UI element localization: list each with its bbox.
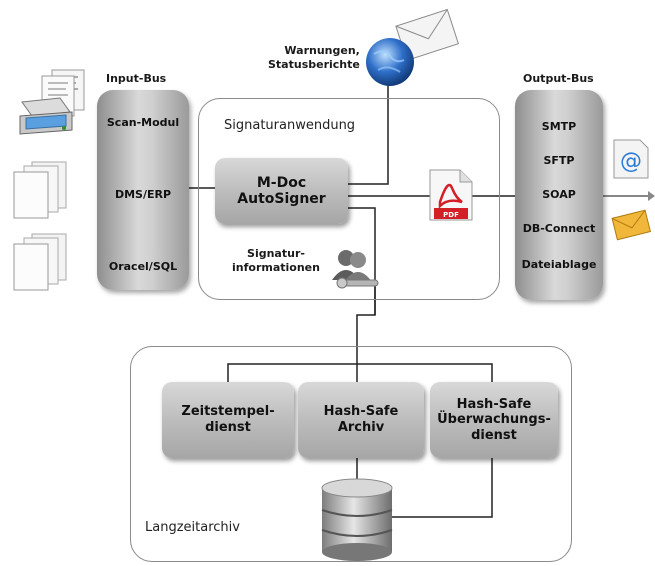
output-item-dateiablage: Dateiablage [521, 258, 597, 271]
zeitstempel-line1: Zeitstempel- [181, 403, 275, 419]
ueberwachung-line1: Hash-Safe [456, 396, 532, 412]
m-doc-line2: AutoSigner [237, 191, 326, 207]
output-item-sftp: SFTP [543, 154, 575, 167]
scanner-icon [14, 68, 92, 152]
database-icon [318, 478, 396, 566]
warnungen-label: Warnungen, Statusberichte [268, 44, 360, 72]
input-item-oracle: Oracel/SQL [108, 260, 178, 273]
output-bus-title: Output-Bus [523, 72, 594, 85]
warnungen-line2: Statusberichte [268, 57, 360, 71]
hash-safe-ueberwachungsdienst-box: Hash-Safe Überwachungs- dienst [430, 382, 558, 458]
pdf-text: PDF [443, 211, 459, 219]
signatur-info-line1: Signatur- [247, 247, 305, 260]
documents-icon [8, 160, 78, 224]
hash-safe-archiv-box: Hash-Safe Archiv [298, 382, 424, 458]
input-bus: Scan-Modul DMS/ERP Oracel/SQL [97, 90, 189, 290]
output-item-smtp: SMTP [541, 120, 577, 133]
input-bus-title: Input-Bus [106, 72, 167, 85]
signatur-info-line2: informationen [232, 260, 320, 274]
email-at-icon: @ [612, 138, 650, 184]
langzeitarchiv-title: Langzeitarchiv [145, 520, 240, 535]
input-item-scan: Scan-Modul [106, 116, 180, 129]
svg-text:@: @ [620, 149, 642, 174]
input-item-dms: DMS/ERP [114, 188, 172, 201]
output-item-soap: SOAP [542, 188, 576, 201]
signaturanwendung-panel [198, 98, 500, 300]
m-doc-autosigner-box: M-Doc AutoSigner [215, 158, 348, 224]
globe-mail-icon [360, 4, 460, 94]
users-key-icon [328, 246, 382, 296]
ueberwachung-line2: Überwachungs- [437, 412, 551, 428]
documents-icon [8, 232, 78, 296]
output-item-db-connect: DB-Connect [522, 222, 596, 235]
m-doc-line1: M-Doc [256, 175, 307, 191]
langzeitarchiv-panel [130, 346, 572, 562]
signaturanwendung-title: Signaturanwendung [224, 118, 356, 133]
envelope-icon [610, 206, 652, 246]
archiv-line1: Hash-Safe [323, 403, 399, 419]
ueberwachung-line3: dienst [471, 427, 517, 443]
pdf-icon: PDF [428, 168, 474, 226]
warnungen-line1: Warnungen, [284, 44, 360, 57]
archiv-line2: Archiv [337, 420, 385, 435]
signatur-info-label: Signatur- informationen [232, 247, 320, 275]
zeitstempel-line2: dienst [205, 420, 251, 435]
zeitstempel-dienst-box: Zeitstempel- dienst [162, 382, 294, 458]
output-bus: SMTP SFTP SOAP DB-Connect Dateiablage [515, 90, 603, 300]
